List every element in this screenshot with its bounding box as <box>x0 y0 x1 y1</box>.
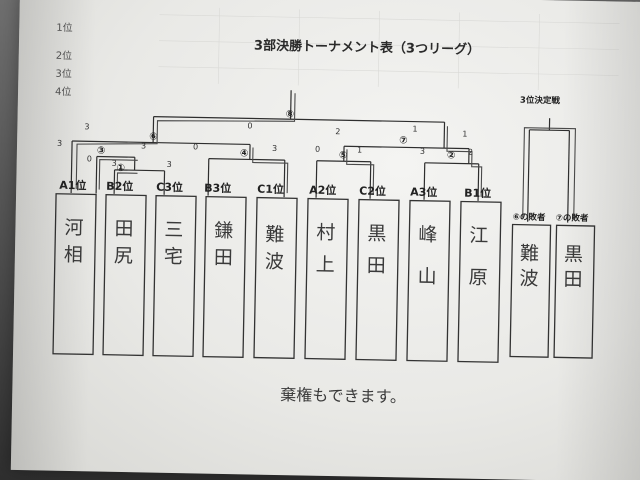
name-b2-char2: 尻 <box>114 245 133 267</box>
footnote: 棄権もできます。 <box>280 385 406 406</box>
background-grid <box>158 7 620 90</box>
score-3-left: 0 <box>87 154 92 163</box>
third-place-label-7-loser: ⑦の敗者 <box>556 212 589 224</box>
score-3-right: 3 <box>141 141 146 150</box>
name-b3-char2: 田 <box>214 247 233 269</box>
third-place-name-1-char1: 難 <box>520 243 539 265</box>
third-place-name-2-char1: 黒 <box>564 243 583 265</box>
seed-label-c3: C3位 <box>156 180 183 195</box>
name-b3-char1: 鎌 <box>214 220 233 242</box>
match-number-8: ⑧ <box>286 109 295 120</box>
name-a1-char1: 河 <box>64 217 83 239</box>
name-b1-char2: 原 <box>468 267 487 289</box>
third-place-title: 3位決定戦 <box>520 95 561 107</box>
match-number-4: ④ <box>240 148 249 159</box>
score-7-left: 2 <box>335 127 340 136</box>
seed-label-c2: C2位 <box>359 184 386 199</box>
score-4-right: 3 <box>272 144 277 153</box>
rank-label-4: 4位 <box>55 85 72 98</box>
name-b2-char1: 田 <box>114 218 133 240</box>
score-2-left: 3 <box>420 147 425 156</box>
seed-label-b1: B1位 <box>464 186 491 201</box>
third-place-label-6-loser: ⑥の敗者 <box>513 212 546 224</box>
third-place-name-2-char2: 田 <box>563 268 582 290</box>
score-2-right: 2 <box>468 148 473 157</box>
score-1-left: 3 <box>112 159 117 168</box>
match-number-5: ⑤ <box>339 150 348 161</box>
name-b1-char1: 江 <box>469 225 488 247</box>
seed-label-b2: B2位 <box>106 179 133 194</box>
bracket-lines <box>70 90 571 223</box>
seed-label-a3: A3位 <box>410 185 437 200</box>
seed-label-b3: B3位 <box>204 181 231 196</box>
name-a1-char2: 相 <box>64 244 83 266</box>
name-c3-char2: 宅 <box>164 246 183 268</box>
score-1-right: 3 <box>167 160 172 169</box>
score-5-right: 1 <box>357 145 362 154</box>
seed-label-a2: A2位 <box>309 183 336 198</box>
name-a2-char2: 上 <box>316 254 335 276</box>
score-5-left: 0 <box>315 145 320 154</box>
score-7-right: 1 <box>412 125 417 134</box>
rank-label-1: 1位 <box>56 21 73 34</box>
match-number-3: ③ <box>97 146 106 157</box>
player-names: 河 相 田 尻 三 宅 鎌 田 難 波 村 上 黒 田 峰 山 江 原 <box>64 217 489 289</box>
page-title: 3部決勝トーナメント表（3つリーグ） <box>254 38 480 58</box>
name-a2-char1: 村 <box>316 222 335 244</box>
tournament-sheet: 1位 2位 3位 4位 3部決勝トーナメント表（3つリーグ） 3位決定戦 <box>10 0 640 480</box>
winner-pen-strokes <box>75 93 577 219</box>
seed-label-a1: A1位 <box>59 178 86 193</box>
rank-label-3: 3位 <box>55 67 72 80</box>
match-number-1: ① <box>116 163 125 174</box>
tournament-drawing: 1位 2位 3位 4位 3部決勝トーナメント表（3つリーグ） 3位決定戦 <box>52 7 620 406</box>
name-c1-char1: 難 <box>265 224 284 246</box>
score-6-left: 3 <box>57 139 62 148</box>
third-place-name-1-char2: 波 <box>519 268 538 290</box>
name-c3-char1: 三 <box>164 219 183 241</box>
score-6-right: 0 <box>247 121 252 130</box>
name-boxes <box>52 193 596 363</box>
seed-label-c1: C1位 <box>257 182 284 197</box>
name-c2-char2: 田 <box>367 255 386 277</box>
match-number-6: ⑥ <box>149 132 158 143</box>
name-a3-char2: 山 <box>417 266 436 288</box>
match-number-2: ② <box>447 150 456 161</box>
name-c1-char2: 波 <box>265 251 284 273</box>
scores: 3 1 0 3 3 0 0 3 2 1 0 3 2 3 3 1 <box>57 121 473 169</box>
match-number-7: ⑦ <box>399 135 408 146</box>
name-a3-char1: 峰 <box>418 224 437 246</box>
rank-label-2: 2位 <box>56 49 73 62</box>
score-final-right: 1 <box>462 130 467 139</box>
score-final-left: 3 <box>84 122 89 131</box>
name-c2-char1: 黒 <box>367 223 386 245</box>
score-4-left: 0 <box>193 142 198 151</box>
